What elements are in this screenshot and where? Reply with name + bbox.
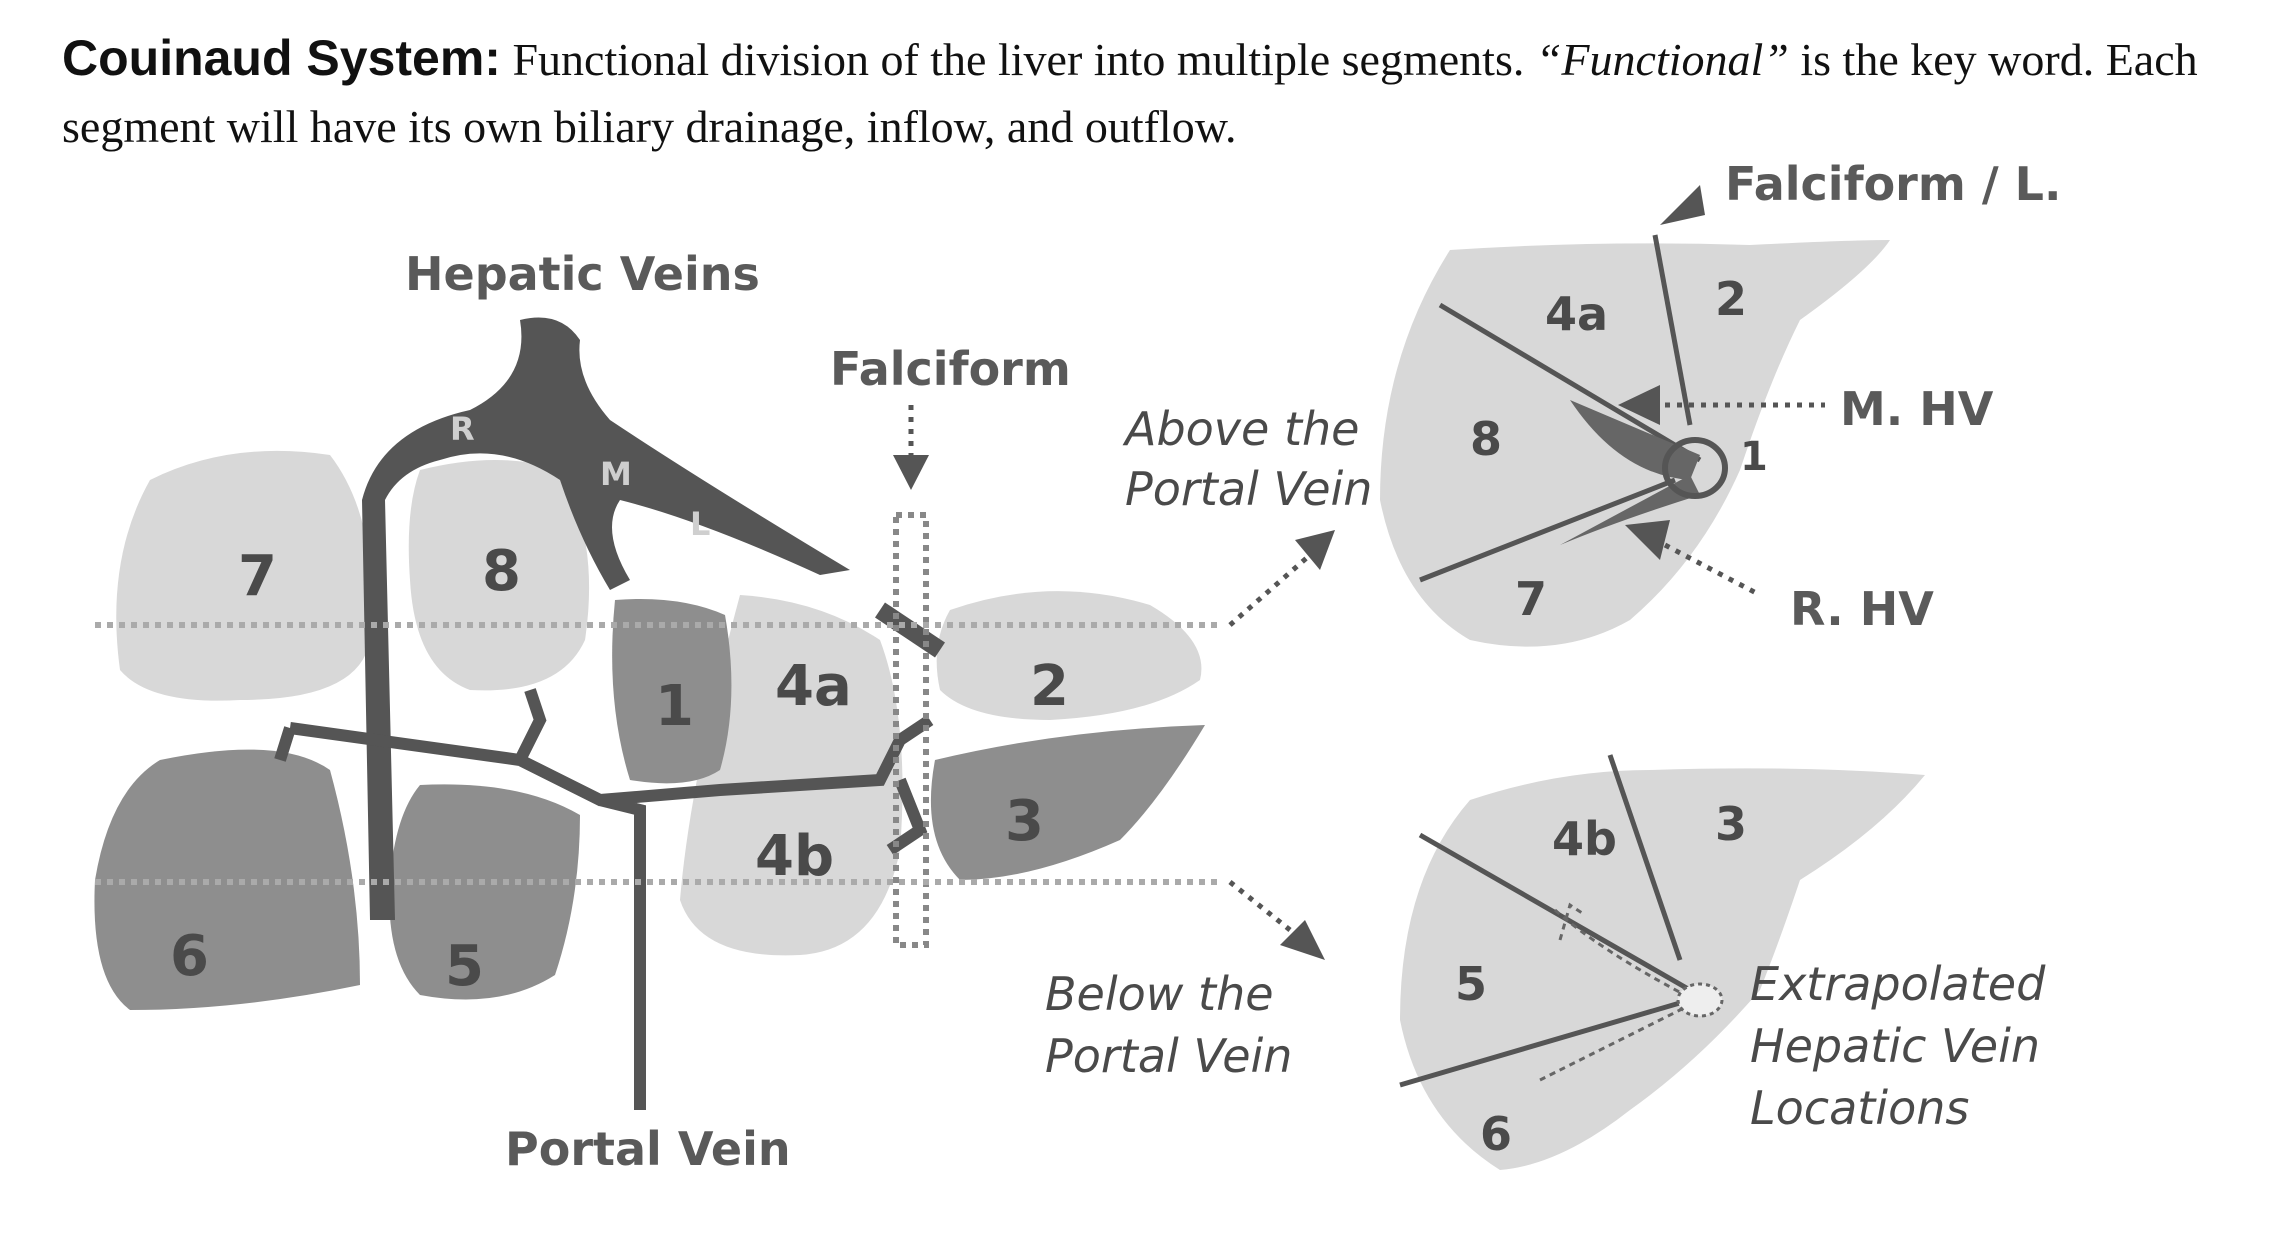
above-arrow: [1228, 553, 1312, 627]
bottom-segment-6-label: 6: [1480, 1107, 1512, 1161]
vein-letter-r: R: [450, 410, 475, 448]
ivc-outline-below: [1676, 982, 1724, 1018]
header-text-before: Functional division of the liver into mu…: [500, 34, 1536, 85]
vein-wedge-below: [1560, 475, 1700, 545]
rhv-arrow: [1663, 542, 1762, 598]
mhv-line-above: [1438, 302, 1702, 463]
vein-letter-m: M: [600, 455, 632, 493]
extrapolated-label-line1: Extrapolated: [1750, 957, 2046, 1011]
segment-6-label: 6: [170, 924, 209, 989]
segment-8-shape: [408, 460, 590, 691]
header-text: Couinaud System: Functional division of …: [62, 30, 2242, 166]
mhv-arrowhead: [1618, 385, 1660, 425]
falciform-vein-segment: [875, 602, 945, 658]
below-arrowhead: [1280, 920, 1325, 960]
bottom-segment-3-label: 3: [1715, 797, 1747, 851]
segment-7-shape: [116, 450, 372, 701]
vein-letter-l: L: [690, 505, 710, 543]
rhv-line-below: [1399, 997, 1691, 1088]
falciform-arrowhead: [893, 455, 929, 490]
rhv-line-above: [1419, 477, 1676, 583]
rhv-label: R. HV: [1790, 582, 1934, 636]
mhv-label: M. HV: [1840, 382, 1994, 436]
falciform-band: [893, 512, 929, 948]
segment-2-shape: [936, 591, 1202, 720]
segment-1-label: 1: [655, 674, 694, 739]
top-segment-8-label: 8: [1470, 412, 1502, 466]
portal-vein-label: Portal Vein: [505, 1122, 791, 1176]
rhv-arrowhead: [1625, 520, 1670, 560]
extrapolated-label-line3: Locations: [1750, 1081, 1969, 1135]
segment-3-label: 3: [1005, 789, 1044, 854]
falciform-line-above: [1652, 234, 1693, 426]
segment-7-label: 7: [238, 544, 277, 609]
liver-below-shape: [1400, 768, 1925, 1170]
header-italic-word: “Functional”: [1535, 34, 1789, 85]
ivc-circle: [1662, 437, 1728, 499]
segment-3-shape: [930, 725, 1205, 880]
falciform-l-arrowhead: [1660, 185, 1705, 225]
falciform-l-label: Falciform / L.: [1725, 157, 2061, 211]
top-right-diagram: Falciform / L. M. HV R. HV 4a 2 8 1 7: [1380, 157, 2061, 647]
segment-4b-label: 4b: [755, 824, 834, 889]
falciform-line-below: [1607, 754, 1683, 961]
below-label-line1: Below the: [1045, 967, 1274, 1021]
bottom-segment-4b-label: 4b: [1552, 812, 1617, 866]
segment-4a-label: 4a: [775, 654, 852, 719]
bottom-segment-5-label: 5: [1455, 957, 1487, 1011]
segment-5-label: 5: [445, 934, 484, 999]
above-arrowhead: [1295, 530, 1335, 570]
segment-5-shape: [389, 784, 580, 1000]
header-text-after: is the key word. Each segment will have …: [62, 34, 2198, 152]
segment-4-shape: [680, 595, 903, 956]
extrapolated-label-line2: Hepatic Vein: [1750, 1019, 2040, 1073]
bottom-right-diagram: 4b 3 5 6 Extrapolated Hepatic Vein Locat…: [1399, 754, 2046, 1170]
falciform-label: Falciform: [830, 342, 1071, 396]
extrapolated-vein-outline: [1539, 902, 1691, 1082]
below-arrow: [1228, 880, 1292, 932]
top-segment-7-label: 7: [1515, 572, 1547, 626]
above-label-line2: Portal Vein: [1125, 462, 1372, 516]
hepatic-vein-trunk: [362, 317, 850, 920]
segment-8-label: 8: [482, 539, 521, 604]
header-title: Couinaud System:: [62, 30, 501, 86]
hepatic-veins-label: Hepatic Veins: [405, 247, 760, 301]
segment-1-shape: [612, 599, 732, 784]
portal-vein-branches: [274, 688, 934, 1110]
left-diagram: Hepatic Veins Falciform Portal Vein R M …: [94, 247, 1372, 1176]
segment-2-label: 2: [1030, 654, 1069, 719]
top-segment-2-label: 2: [1715, 272, 1747, 326]
top-segment-4a-label: 4a: [1545, 287, 1608, 341]
above-label-line1: Above the: [1122, 402, 1359, 456]
below-label-line2: Portal Vein: [1045, 1029, 1292, 1083]
top-segment-1-label: 1: [1740, 434, 1768, 480]
mhv-line-below: [1418, 832, 1692, 993]
